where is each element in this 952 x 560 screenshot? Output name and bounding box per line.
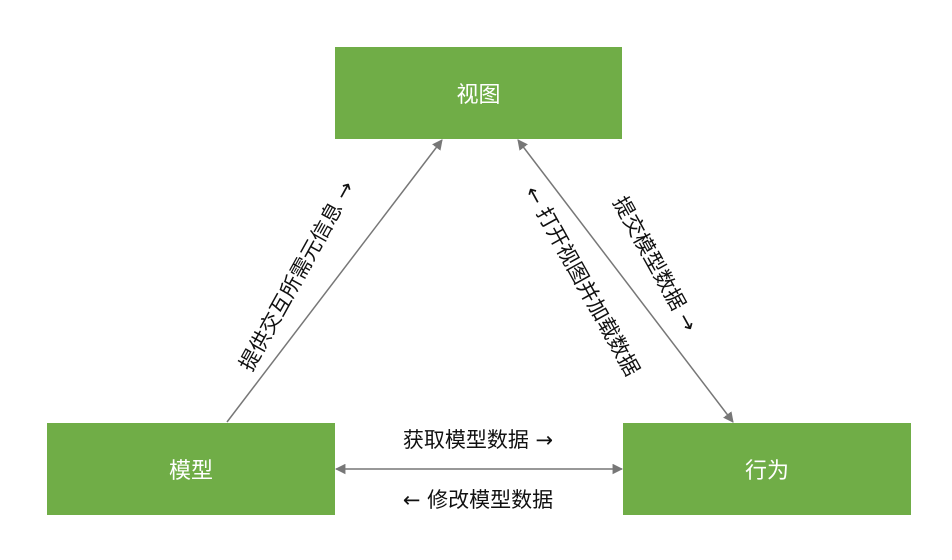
edge-label-model-to-action: 获取模型数据 → [402, 428, 554, 452]
node-model-label: 模型 [168, 459, 213, 484]
edge-label-action-to-model: ← 修改模型数据 [402, 488, 554, 512]
node-action: 行为 [623, 423, 911, 515]
node-view-label: 视图 [456, 83, 501, 108]
connector-view-action [517, 139, 734, 423]
node-view: 视图 [335, 47, 622, 139]
node-action-label: 行为 [744, 459, 789, 484]
connector-model-view [226, 139, 443, 423]
node-model: 模型 [47, 423, 335, 515]
